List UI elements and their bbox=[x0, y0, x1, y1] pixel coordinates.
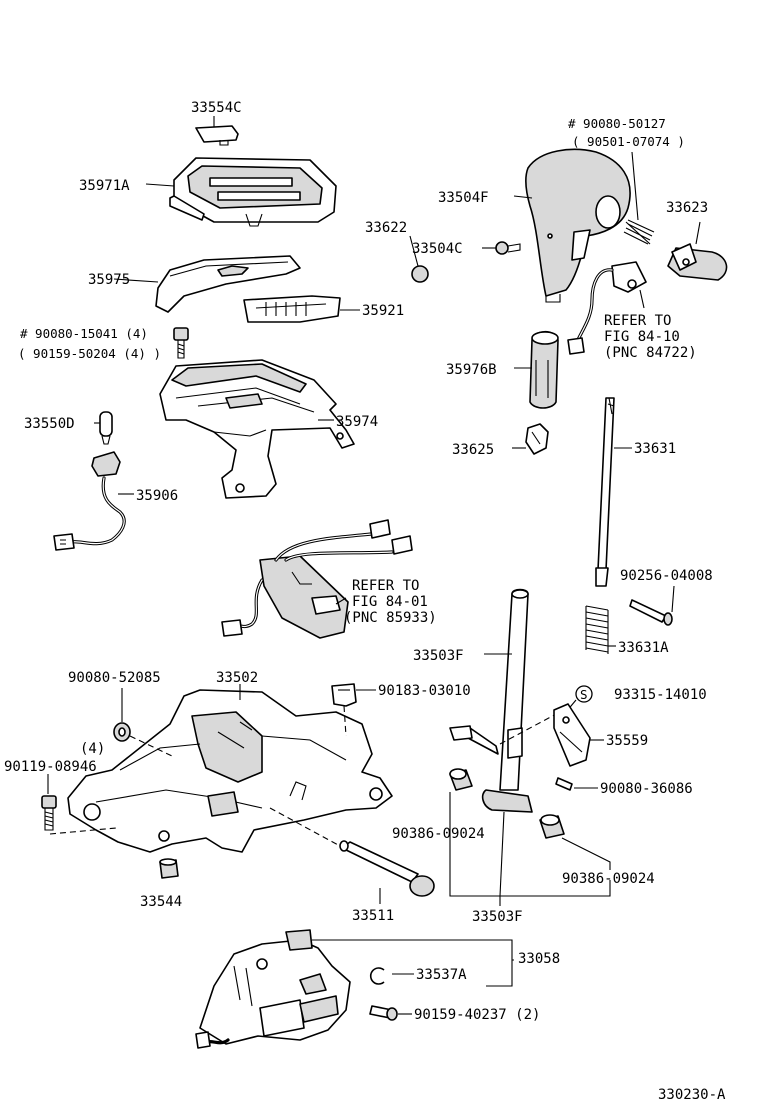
figure-code: 330230-A bbox=[658, 1087, 726, 1103]
part-90183-03010-clip bbox=[331, 683, 357, 707]
part-90386-09024-bushing-right bbox=[539, 814, 565, 839]
part-33631a-spring bbox=[585, 605, 609, 654]
label-33503f-top: 33503F bbox=[413, 648, 464, 664]
label-33550d: 33550D bbox=[24, 416, 75, 432]
part-33511-pin bbox=[339, 840, 435, 897]
part-33550d-bulb bbox=[99, 411, 113, 445]
s-marker-circle bbox=[575, 685, 593, 703]
label-33511: 33511 bbox=[352, 908, 394, 924]
label-s-marker: S bbox=[580, 687, 588, 702]
label-90501-07074: ( 90501-07074 ) bbox=[572, 134, 685, 149]
part-90386-09024-bushing-left bbox=[449, 768, 473, 791]
part-90119-08946-bolt bbox=[41, 795, 57, 831]
part-33058-solenoid-assembly bbox=[195, 929, 351, 1049]
label-33631: 33631 bbox=[634, 441, 676, 457]
label-90386-09024-left: 90386-09024 bbox=[392, 826, 485, 842]
label-33504f: 33504F bbox=[438, 190, 489, 206]
part-33504f-shift-knob bbox=[525, 148, 631, 303]
part-33623-button bbox=[667, 243, 728, 281]
label-90080-50127: # 90080-50127 bbox=[568, 116, 666, 131]
label-refer-to-84-10-line1: REFER TO bbox=[604, 313, 671, 329]
part-90159-40237-bolt bbox=[369, 1005, 398, 1021]
label-33537a: 33537A bbox=[416, 967, 467, 983]
part-35559-bracket bbox=[553, 703, 591, 767]
label-33058: 33058 bbox=[518, 951, 560, 967]
label-90256-04008: 90256-04008 bbox=[620, 568, 713, 584]
part-33622-cap bbox=[411, 265, 429, 283]
label-90183-03010: 90183-03010 bbox=[378, 683, 471, 699]
label-refer-to-84-01-line1: REFER TO bbox=[352, 578, 419, 594]
label-35906: 35906 bbox=[136, 488, 178, 504]
label-33504c: 33504C bbox=[412, 241, 463, 257]
label-33625: 33625 bbox=[452, 442, 494, 458]
label-33623: 33623 bbox=[666, 200, 708, 216]
part-33503f-lever bbox=[449, 588, 533, 813]
label-35921: 35921 bbox=[362, 303, 404, 319]
label-90080-36086: 90080-36086 bbox=[600, 781, 693, 797]
label-90159-50204: ( 90159-50204 (4) ) bbox=[18, 346, 161, 361]
label-90386-09024-right: 90386-09024 bbox=[562, 871, 655, 887]
label-33554c: 33554C bbox=[191, 100, 242, 116]
part-33537a-e-ring bbox=[369, 967, 385, 985]
label-33544: 33544 bbox=[140, 894, 182, 910]
part-33544-cap bbox=[159, 858, 179, 879]
bolt-90080-15041 bbox=[173, 327, 189, 359]
label-35976b: 35976B bbox=[446, 362, 497, 378]
label-refer-to-84-01-line2: FIG 84-01 bbox=[352, 594, 428, 610]
part-90256-04008-pin bbox=[629, 599, 673, 626]
label-35559: 35559 bbox=[606, 733, 648, 749]
label-35975: 35975 bbox=[88, 272, 130, 288]
label-refer-to-84-10-line2: FIG 84-10 bbox=[604, 329, 680, 345]
part-35974-housing bbox=[159, 359, 355, 499]
label-refer-to-84-01-line3: (PNC 85933) bbox=[344, 610, 437, 626]
part-35906-socket-wire bbox=[53, 451, 126, 551]
label-33622: 33622 bbox=[365, 220, 407, 236]
label-90080-15041: # 90080-15041 (4) bbox=[20, 326, 148, 341]
part-shift-lock-switch-harness bbox=[221, 519, 413, 639]
label-refer-to-84-10-line3: (PNC 84722) bbox=[604, 345, 697, 361]
part-33502-base-bracket bbox=[67, 689, 393, 853]
label-90159-40237: 90159-40237 (2) bbox=[414, 1007, 540, 1023]
part-35975-plate bbox=[155, 255, 301, 313]
label-4-qty: (4) bbox=[80, 741, 105, 757]
label-33502: 33502 bbox=[216, 670, 258, 686]
part-33554c-clip bbox=[195, 125, 239, 146]
part-90080-52085-grommet bbox=[113, 722, 131, 742]
part-33631-rod bbox=[595, 397, 615, 587]
part-33504c-screw bbox=[495, 241, 521, 255]
label-35974: 35974 bbox=[336, 414, 378, 430]
part-knob-switch-harness bbox=[567, 261, 647, 355]
part-33625-clip bbox=[525, 423, 549, 455]
label-90080-52085: 90080-52085 bbox=[68, 670, 161, 686]
part-90080-50127-spring bbox=[623, 219, 655, 245]
label-93315-14010: 93315-14010 bbox=[614, 687, 707, 703]
part-90080-36086-screw bbox=[555, 777, 573, 791]
part-35921-strip bbox=[243, 295, 341, 323]
label-90119-08946: 90119-08946 bbox=[4, 759, 97, 775]
part-35976b-sleeve bbox=[529, 330, 559, 409]
label-33631a: 33631A bbox=[618, 640, 669, 656]
part-35971a-bezel bbox=[169, 157, 337, 227]
label-35971a: 35971A bbox=[79, 178, 130, 194]
label-33503f-bottom: 33503F bbox=[472, 909, 523, 925]
